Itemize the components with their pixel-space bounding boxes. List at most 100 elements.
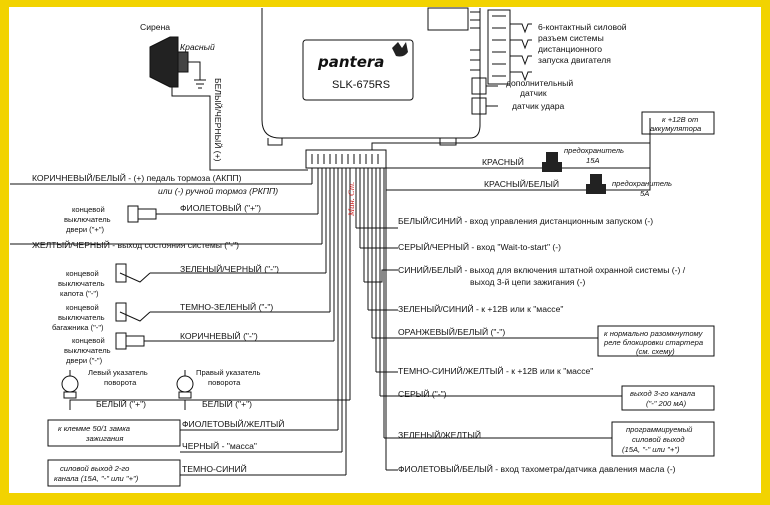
relay-note-1: к нормально разомкнутому [604, 329, 704, 338]
violet-label: ФИОЛЕТОВЫЙ ("+") [180, 202, 261, 213]
unit-mount-tabs [267, 138, 457, 146]
fuse5-label-1: предохранитель [612, 179, 672, 188]
ch3-note-1: выход 3-го канала [630, 389, 695, 398]
fuse15-label-1: предохранитель [564, 146, 624, 155]
extra-sensor-label-2: датчик [520, 88, 547, 98]
grey-label: СЕРЫЙ ("-") [398, 388, 447, 399]
ch3-note-box [621, 385, 715, 411]
pantera-cat-icon [392, 42, 408, 57]
left-turn-label-1: Левый указатель [88, 368, 148, 377]
siren-wire [171, 87, 308, 171]
siren-wire-label: Красный [180, 42, 215, 52]
prog-out-note-box [611, 421, 715, 457]
white-blue-label: БЕЛЫЙ/СИНИЙ - вход управления дистанцион… [398, 215, 653, 226]
wire-blue-white [364, 269, 398, 283]
battery-note-2: аккумулятора [650, 124, 701, 133]
unit-model: SLK-675RS [332, 79, 390, 91]
connector-note-3: дистанционного [538, 44, 602, 54]
green-blue-label: ЗЕЛЕНЫЙ/СИНИЙ - к +12В или к "массе" [398, 303, 563, 314]
relay-note-3: (см. схему) [636, 347, 675, 356]
right-turn-lamp [176, 370, 194, 399]
hood-switch-label-3: капота ("-") [60, 289, 99, 298]
red-vertical-label: Мин. Ст. [346, 182, 356, 217]
power-out-note-box [47, 459, 181, 487]
green-black-label: ЗЕЛЕНЫЙ/ЧЕРНЫЙ ("-") [180, 263, 279, 274]
white-right-label: БЕЛЫЙ ("+") [202, 398, 252, 409]
ignition-note-2: зажигания [85, 434, 123, 443]
unit-top-block [427, 7, 469, 31]
trunk-switch [115, 302, 151, 322]
battery-note-box [641, 111, 715, 135]
blue-white-label-2: выход 3-й цепи зажигания (-) [470, 277, 586, 287]
unit-brand: pantera [317, 53, 384, 71]
left-turn-lamp [61, 370, 79, 399]
door-switch2-label-2: выключатель [64, 346, 111, 355]
siren-horn [149, 36, 179, 88]
door-switch2-label-3: двери ("-") [66, 356, 103, 365]
brown-white-label-2: или (-) ручной тормоз (РКПП) [158, 186, 278, 196]
dark-blue-yellow-label: ТЕМНО-СИНИЙ/ЖЕЛТЫЙ - к +12В или к "массе… [398, 365, 593, 376]
relay-note-box [597, 325, 715, 357]
battery-note-1: к +12В от [662, 115, 698, 124]
brown-label: КОРИЧНЕВЫЙ ("-") [180, 330, 258, 341]
door-switch-minus [115, 332, 150, 350]
door-switch2-label-1: концевой [72, 336, 105, 345]
violet-white-label: ФИОЛЕТОВЫЙ/БЕЛЫЙ - вход тахометра/датчик… [398, 463, 676, 474]
prog-out-note-2: силовой выход [632, 435, 685, 444]
shock-sensor-label: датчик удара [512, 101, 565, 111]
connector-note-1: 6-контактный силовой [538, 22, 627, 32]
siren-title: Сирена [140, 22, 170, 32]
extra-sensor-label-1: дополнительный [506, 78, 573, 88]
yellow-black-label: ЖЕЛТЫЙ/ЧЕРНЫЙ - выход состояния системы … [32, 239, 239, 250]
fuse-15a [542, 152, 562, 172]
power-connector-6pin [487, 9, 511, 85]
door-switch-label-1: концевой [72, 205, 105, 214]
door-switch-label-2: выключатель [64, 215, 111, 224]
hood-switch-label-1: концевой [66, 269, 99, 278]
right-turn-label-1: Правый указатель [196, 368, 261, 377]
hood-switch [115, 263, 151, 283]
right-turn-label-2: поворота [208, 378, 241, 387]
unit-label-plate [302, 39, 414, 101]
ignition-note-1: к клемме 50/1 замка [58, 424, 130, 433]
brown-white-label-1: КОРИЧНЕВЫЙ/БЕЛЫЙ - (+) педаль тормоза (А… [32, 172, 242, 183]
fuse15-label-2: 15А [586, 156, 600, 165]
left-turn-label-2: поворота [104, 378, 137, 387]
blue-white-label-1: СИНИЙ/БЕЛЫЙ - выход для включения штатно… [398, 264, 686, 275]
prog-out-note-3: (15А, "-" или "+") [622, 445, 680, 454]
black-label: ЧЕРНЫЙ - "масса" [182, 440, 257, 451]
siren-wire-vertical: БЕЛЫЙ/ЧЕРНЫЙ (+) [213, 78, 224, 162]
orange-white-label: ОРАНЖЕВЫЙ/БЕЛЫЙ ("-") [398, 326, 505, 337]
connector-note-2: разъем системы [538, 33, 604, 43]
red-wire-label: КРАСНЫЙ [482, 156, 524, 167]
door-switch-label-3: двери ("+") [66, 225, 105, 234]
trunk-switch-label-1: концевой [66, 303, 99, 312]
white-left-label: БЕЛЫЙ ("+") [96, 398, 146, 409]
green-yellow-label: ЗЕЛЕНЫЙ/ЖЕЛТЫЙ [398, 429, 481, 440]
fuse-5a [586, 174, 606, 194]
ignition-note-box [47, 419, 181, 447]
trunk-switch-label-2: выключатель [58, 313, 105, 322]
grey-black-label: СЕРЫЙ/ЧЕРНЫЙ - вход "Wait-to-start" (-) [398, 241, 561, 252]
dark-green-label: ТЕМНО-ЗЕЛЕНЫЙ ("-") [180, 301, 273, 312]
control-unit-body [261, 8, 481, 139]
red-white-wire-label: КРАСНЫЙ/БЕЛЫЙ [484, 178, 559, 189]
trunk-switch-label-3: багажника ("-") [52, 323, 104, 332]
fuse5-label-2: 5А [640, 189, 649, 198]
hood-switch-label-2: выключатель [58, 279, 105, 288]
power-out-note-1: силовой выход 2-го [60, 464, 129, 473]
wire-red-to-battery [371, 118, 651, 150]
prog-out-note-1: программируемый [626, 425, 693, 434]
power-out-note-2: канала (15А, "-" или "+") [54, 474, 139, 483]
diagram-sheet [9, 7, 761, 493]
connector-note-4: запуска двигателя [538, 55, 611, 65]
violet-yellow-label: ФИОЛЕТОВЫЙ/ЖЕЛТЫЙ [182, 418, 284, 429]
wires [10, 7, 715, 487]
dark-blue-label: ТЕМНО-СИНИЙ [182, 463, 247, 474]
door-switch-plus [127, 205, 162, 223]
relay-note-2: реле блокировки стартера [603, 338, 703, 347]
siren-ground [188, 61, 206, 89]
ch3-note-2: ("-" 200 мА) [646, 399, 687, 408]
